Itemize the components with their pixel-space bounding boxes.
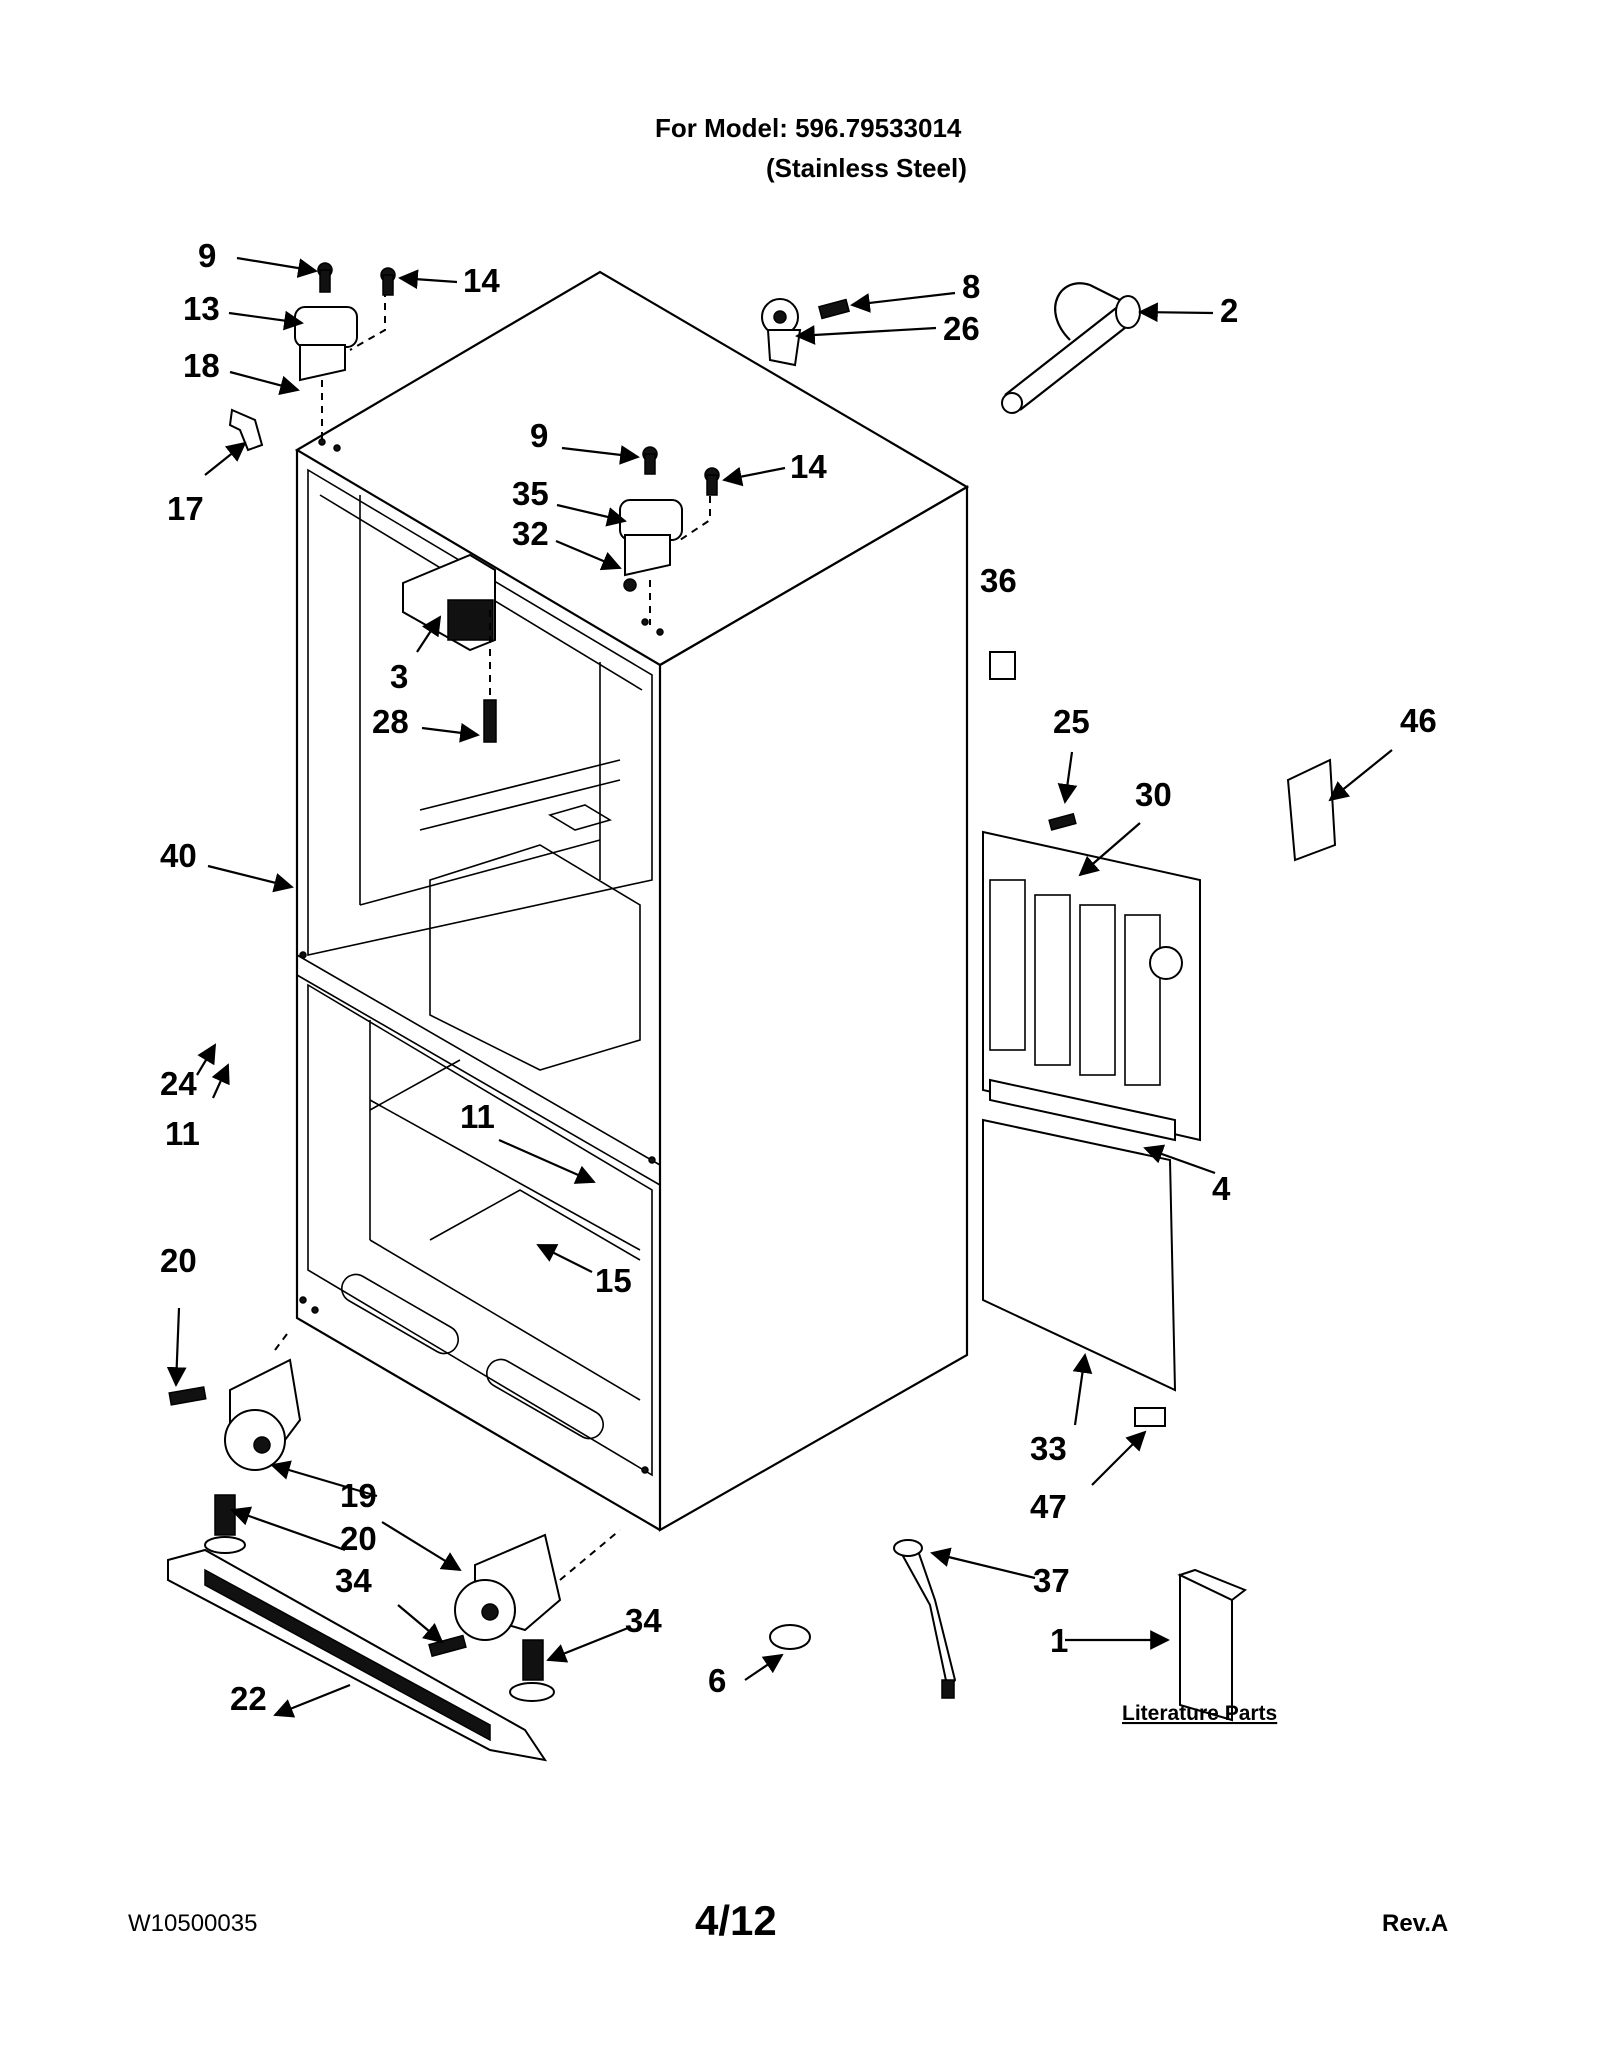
hinge-cover-strip <box>228 408 264 452</box>
callout-28: 28 <box>372 703 409 740</box>
callout-14-top-left: 14 <box>463 262 500 299</box>
callout-3: 3 <box>390 658 408 695</box>
callout-25: 25 <box>1053 703 1090 740</box>
callout-35: 35 <box>512 475 549 512</box>
callout-47: 47 <box>1030 1488 1067 1525</box>
finish-subtitle: (Stainless Steel) <box>766 153 967 183</box>
base-panel <box>982 1118 1177 1392</box>
wrench-tool <box>893 1539 957 1699</box>
screw-right <box>428 1634 467 1658</box>
roller-housing <box>402 553 497 743</box>
callout-1: 1 <box>1050 1622 1068 1659</box>
callout-17: 17 <box>167 490 204 527</box>
leader-arrows <box>166 256 1393 1718</box>
callout-2: 2 <box>1220 292 1238 329</box>
revision-label: Rev.A <box>1382 1910 1449 1937</box>
callout-32: 32 <box>512 515 549 552</box>
pulley-and-screw <box>761 298 850 367</box>
callout-34-right: 34 <box>625 1602 662 1639</box>
callout-11-left: 11 <box>165 1115 200 1152</box>
callout-46: 46 <box>1400 702 1437 739</box>
front-left-roller-assembly <box>204 1329 302 1554</box>
refrigerator-cabinet <box>294 270 970 1532</box>
callout-22: 22 <box>230 1680 267 1717</box>
callout-26: 26 <box>943 310 980 347</box>
callout-19: 19 <box>340 1477 377 1514</box>
callout-37: 37 <box>1033 1562 1070 1599</box>
callout-33: 33 <box>1030 1430 1067 1467</box>
clip-part <box>989 651 1016 680</box>
literature-parts-label: Literature Parts <box>1122 1702 1277 1725</box>
document-number: W10500035 <box>128 1910 258 1937</box>
model-number-title: For Model: 596.79533014 <box>655 113 962 143</box>
top-left-hinge-assembly <box>294 262 396 440</box>
callout-18: 18 <box>183 347 220 384</box>
callout-4: 4 <box>1212 1170 1231 1207</box>
callout-14-center: 14 <box>790 448 827 485</box>
callout-34-left: 34 <box>335 1562 372 1599</box>
callout-11-center: 11 <box>460 1098 495 1135</box>
center-hinge-assembly <box>619 446 720 625</box>
callout-15: 15 <box>595 1262 632 1299</box>
callout-8: 8 <box>962 268 980 305</box>
toe-grille <box>167 1548 548 1762</box>
callout-9-top-left: 9 <box>198 237 216 274</box>
page-number: 4/12 <box>695 1897 777 1944</box>
callout-20-center: 20 <box>340 1520 377 1557</box>
callout-24: 24 <box>160 1065 197 1102</box>
callout-20-left: 20 <box>160 1242 197 1279</box>
callout-13: 13 <box>183 290 220 327</box>
grille-strip <box>989 1078 1176 1142</box>
callout-40: 40 <box>160 837 197 874</box>
screw-left <box>168 1386 207 1406</box>
panel-clip <box>1134 1407 1166 1427</box>
callout-36: 36 <box>980 562 1017 599</box>
callout-9-center: 9 <box>530 417 548 454</box>
ring-part <box>769 1624 811 1650</box>
callout-30: 30 <box>1135 776 1172 813</box>
water-tube-assembly <box>1001 282 1141 414</box>
trim-channel <box>1286 758 1337 862</box>
literature-booklet <box>1177 1568 1248 1722</box>
machine-compartment-grille <box>982 812 1201 1142</box>
front-right-roller-assembly <box>454 1529 621 1702</box>
callout-6: 6 <box>708 1662 726 1699</box>
